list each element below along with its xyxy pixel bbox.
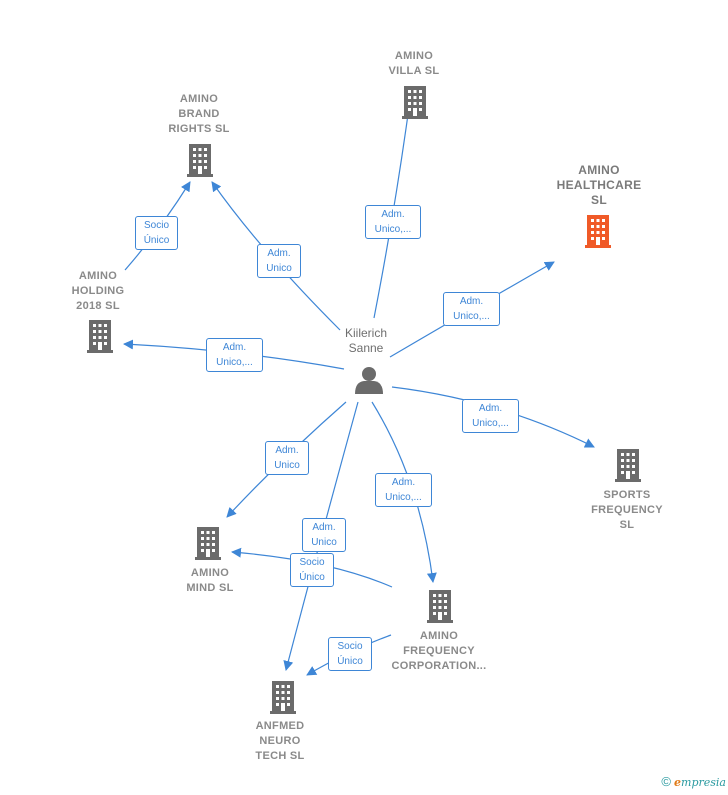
empresia-logo[interactable]: © empresia <box>661 774 726 789</box>
amino-holding-building-icon[interactable] <box>87 320 113 353</box>
anfmed-label[interactable]: ANFMED NEURO TECH SL <box>255 720 305 762</box>
amino-healthcare-label[interactable]: AMINO HEALTHCARE SL <box>556 163 642 207</box>
relation-label-holding-brand[interactable]: Socio Único <box>135 216 178 250</box>
logo-initial: e <box>674 776 682 789</box>
amino-holding-label[interactable]: AMINO HOLDING 2018 SL <box>71 270 125 312</box>
relation-label-frequency-anfmed[interactable]: Socio Único <box>328 637 372 671</box>
relation-label-frequency[interactable]: Adm. Unico,... <box>375 473 432 507</box>
relation-label-brand[interactable]: Adm. Unico <box>257 244 301 278</box>
relation-label-mind[interactable]: Adm. Unico <box>265 441 309 475</box>
amino-frequency-building-icon[interactable] <box>427 590 453 623</box>
relation-label-healthcare[interactable]: Adm. Unico,... <box>443 292 500 326</box>
amino-healthcare-building-icon[interactable] <box>585 215 611 248</box>
amino-brand-building-icon[interactable] <box>187 144 213 177</box>
person-name[interactable]: Kiilerich Sanne <box>344 326 387 355</box>
amino-mind-label[interactable]: AMINO MIND SL <box>186 567 234 594</box>
relation-label-holding[interactable]: Adm. Unico,... <box>206 338 263 372</box>
logo-text: mpresia <box>681 776 726 789</box>
sports-frequency-label[interactable]: SPORTS FREQUENCY SL <box>591 489 663 531</box>
amino-frequency-label[interactable]: AMINO FREQUENCY CORPORATION... <box>391 630 487 672</box>
amino-mind-building-icon[interactable] <box>195 527 221 560</box>
relation-label-frequency-mind[interactable]: Socio Único <box>290 553 334 587</box>
sports-frequency-building-icon[interactable] <box>615 449 641 482</box>
relation-label-villa[interactable]: Adm. Unico,... <box>365 205 421 239</box>
anfmed-building-icon[interactable] <box>270 681 296 714</box>
relation-label-anfmed[interactable]: Adm. Unico <box>302 518 346 552</box>
relation-label-sports[interactable]: Adm. Unico,... <box>462 399 519 433</box>
amino-villa-building-icon[interactable] <box>402 86 428 119</box>
amino-brand-label[interactable]: AMINO BRAND RIGHTS SL <box>168 93 230 135</box>
copyright-symbol: © <box>661 774 671 789</box>
person-icon[interactable] <box>355 367 383 394</box>
amino-villa-label[interactable]: AMINO VILLA SL <box>388 50 440 77</box>
